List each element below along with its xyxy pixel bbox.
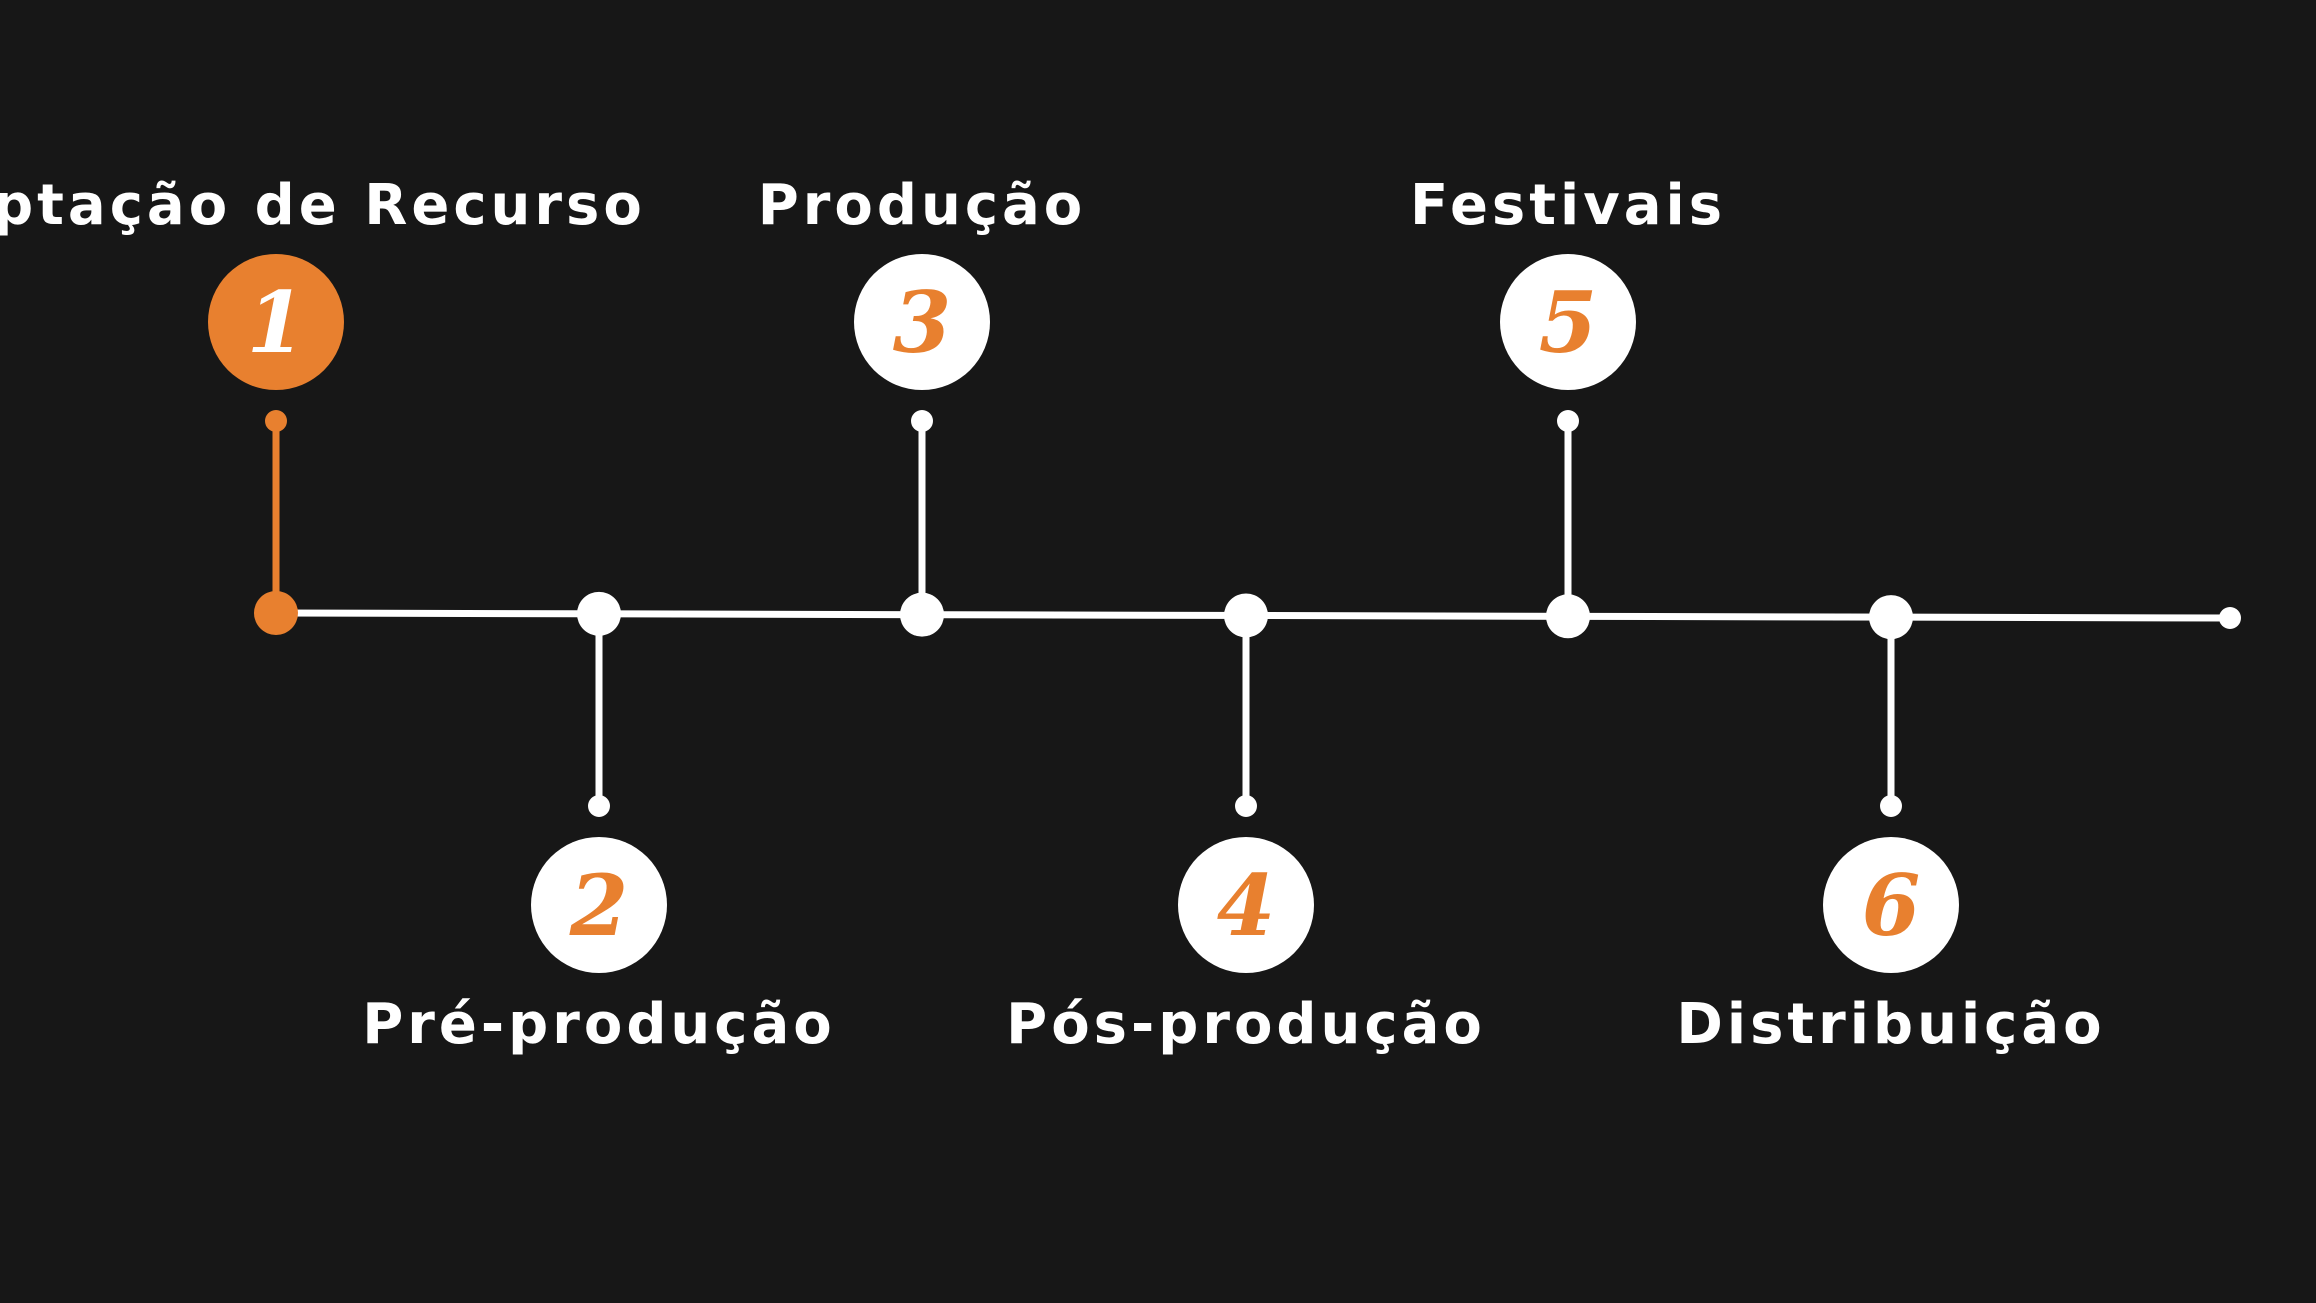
stage-node <box>577 591 621 636</box>
stage-node <box>1224 593 1268 638</box>
timeline-end-dot <box>2219 607 2241 629</box>
stage-label: Pós-produção <box>1006 992 1486 1057</box>
stage-number-badge <box>1500 254 1636 390</box>
stage-node <box>1546 594 1590 639</box>
stage-connector-dot <box>1235 795 1257 817</box>
stage-node <box>254 591 298 635</box>
stage-number: 2 <box>569 856 628 955</box>
stage-number: 4 <box>1217 856 1275 955</box>
stage-6: 6 <box>1823 595 1959 973</box>
stage-label: Distribuição <box>1676 992 2106 1057</box>
stage-number: 5 <box>1539 273 1597 372</box>
stage-4: 4 <box>1178 593 1314 973</box>
stage-number-badge <box>208 254 344 390</box>
stage-5: 5 <box>1500 254 1636 639</box>
timeline-stages: 1 2 3 4 5 6 <box>208 254 1959 973</box>
stage-number-badge <box>531 837 667 973</box>
stage-number: 1 <box>247 273 305 372</box>
stage-label: Festivais <box>1409 173 1727 238</box>
stage-number-badge <box>1823 837 1959 973</box>
stage-number: 3 <box>893 273 951 372</box>
stage-node <box>1869 595 1913 640</box>
stage-connector-dot <box>911 410 933 432</box>
stage-connector-dot <box>265 410 287 432</box>
stage-node <box>900 592 944 637</box>
stage-label: Captação de Recurso <box>0 173 646 238</box>
stage-number-badge <box>854 254 990 390</box>
stage-number-badge <box>1178 837 1314 973</box>
stage-label: Pré-produção <box>362 992 836 1057</box>
stage-label: Produção <box>757 173 1087 238</box>
stage-connector-dot <box>1557 410 1579 432</box>
stage-connector-dot <box>1880 795 1902 817</box>
stage-number: 6 <box>1862 856 1920 955</box>
stage-1: 1 <box>208 254 344 635</box>
stage-connector-dot <box>588 795 610 817</box>
stage-3: 3 <box>854 254 990 637</box>
stage-2: 2 <box>531 591 667 973</box>
